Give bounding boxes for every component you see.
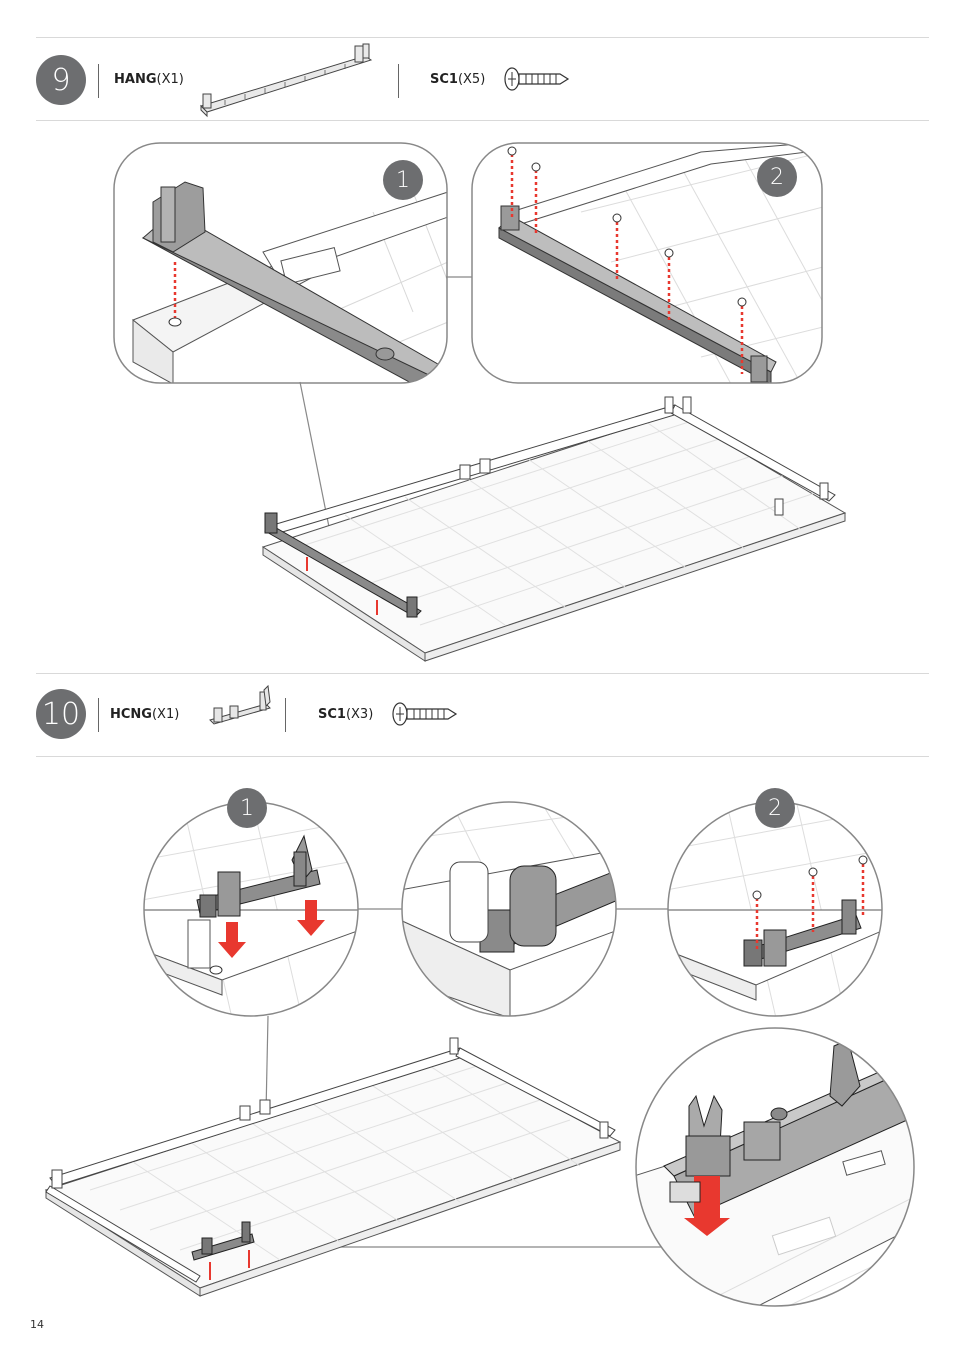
step-10-detail-callout (634, 1026, 916, 1308)
page-number: 14 (30, 1318, 44, 1331)
step-10-panel-illustration (40, 1030, 625, 1300)
